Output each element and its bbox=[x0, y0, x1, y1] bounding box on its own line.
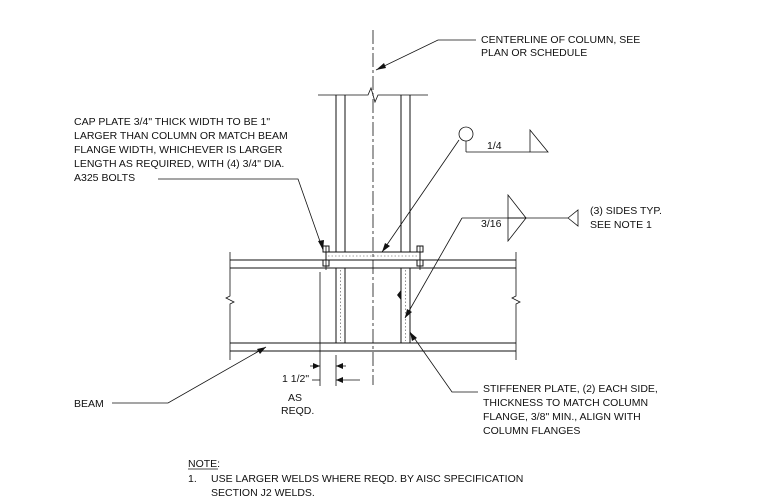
weld-size-stiffener: 3/16 bbox=[481, 218, 502, 230]
beam-label: BEAM bbox=[74, 398, 104, 410]
stiffener-text-3: FLANGE, 3/8" MIN., ALIGN WITH bbox=[483, 411, 641, 423]
centerline-leader bbox=[375, 39, 476, 71]
cap-plate-text-5: A325 BOLTS bbox=[74, 172, 135, 184]
stiffener-text-4: COLUMN FLANGES bbox=[483, 425, 580, 437]
stiffener-left bbox=[335, 267, 346, 344]
weld-size-top: 1/4 bbox=[487, 140, 502, 152]
stiffener-text-2: THICKNESS TO MATCH COLUMN bbox=[483, 397, 648, 409]
weld-arrow-leader-top bbox=[381, 139, 460, 253]
beam-leader-arrow bbox=[257, 347, 266, 354]
dim-arrow-left bbox=[313, 363, 320, 369]
stiffener-weld-mark bbox=[397, 290, 401, 300]
reqd-arrow bbox=[336, 377, 343, 383]
notes-heading: NOTE: bbox=[188, 458, 220, 470]
beam bbox=[225, 252, 521, 360]
beam-break-right bbox=[511, 252, 521, 360]
notes: NOTE: 1. USE LARGER WELDS WHERE REQD. BY… bbox=[188, 458, 523, 499]
beam-leader bbox=[112, 346, 267, 404]
cap-plate-text-3: FLANGE WIDTH, WHICHEVER IS LARGER bbox=[74, 144, 283, 156]
note-1-line-2: SECTION J2 WELDS. bbox=[211, 487, 315, 499]
sides-typ-text-2: SEE NOTE 1 bbox=[590, 219, 652, 231]
weld-arrow-leader-stiffener bbox=[404, 217, 463, 319]
weld-symbol-stiffener: 3/16 (3) SIDES TYP. SEE NOTE 1 bbox=[404, 193, 662, 319]
weld-arrow-top bbox=[382, 243, 390, 252]
edge-dimension: 1 1/2" AS REQD. bbox=[281, 272, 360, 417]
stiffener-right bbox=[400, 267, 411, 344]
dim-arrow-right bbox=[336, 363, 343, 369]
centerline-callout: CENTERLINE OF COLUMN, SEE PLAN OR SCHEDU… bbox=[375, 34, 640, 71]
fillet-weld-symbol-top bbox=[529, 128, 549, 153]
cap-plate-leader bbox=[158, 178, 324, 251]
cap-plate-text-4: LENGTH AS REQUIRED, WITH (4) 3/4" DIA. bbox=[74, 158, 284, 170]
centerline-leader-arrow bbox=[376, 63, 386, 70]
stiffener-leader bbox=[409, 331, 478, 393]
cap-plate-text-2: LARGER THAN COLUMN OR MATCH BEAM bbox=[74, 130, 288, 142]
weld-all-around-circle bbox=[458, 126, 474, 142]
fillet-weld-symbol-stiffener-bottom bbox=[507, 217, 527, 243]
stiffener-text-1: STIFFENER PLATE, (2) EACH SIDE, bbox=[483, 383, 658, 395]
reqd-label: REQD. bbox=[281, 405, 314, 417]
stiffener-callout: STIFFENER PLATE, (2) EACH SIDE, THICKNES… bbox=[409, 331, 658, 437]
fillet-weld-symbol-stiffener-top bbox=[507, 193, 527, 219]
stiffener-leader-arrow bbox=[410, 332, 417, 341]
cap-plate-text-1: CAP PLATE 3/4" THICK WIDTH TO BE 1" bbox=[74, 116, 270, 128]
beam-break-left bbox=[225, 252, 235, 360]
weld-symbol-top: 1/4 bbox=[381, 126, 549, 253]
cap-plate-leader-arrow bbox=[318, 240, 324, 250]
dim-edge-label: 1 1/2" bbox=[282, 373, 309, 385]
centerline-text-2: PLAN OR SCHEDULE bbox=[481, 47, 587, 59]
weld-tail bbox=[567, 209, 579, 227]
as-label: AS bbox=[288, 392, 302, 404]
note-1-number: 1. bbox=[188, 473, 197, 485]
sides-typ-text-1: (3) SIDES TYP. bbox=[590, 205, 662, 217]
weld-arrow-stiffener bbox=[405, 309, 412, 318]
centerline-text-1: CENTERLINE OF COLUMN, SEE bbox=[481, 34, 640, 46]
cap-plate-callout: CAP PLATE 3/4" THICK WIDTH TO BE 1" LARG… bbox=[74, 116, 324, 251]
stiffener-plates bbox=[335, 267, 411, 344]
beam-callout: BEAM bbox=[74, 346, 267, 410]
note-1-line-1: USE LARGER WELDS WHERE REQD. BY AISC SPE… bbox=[211, 473, 523, 485]
